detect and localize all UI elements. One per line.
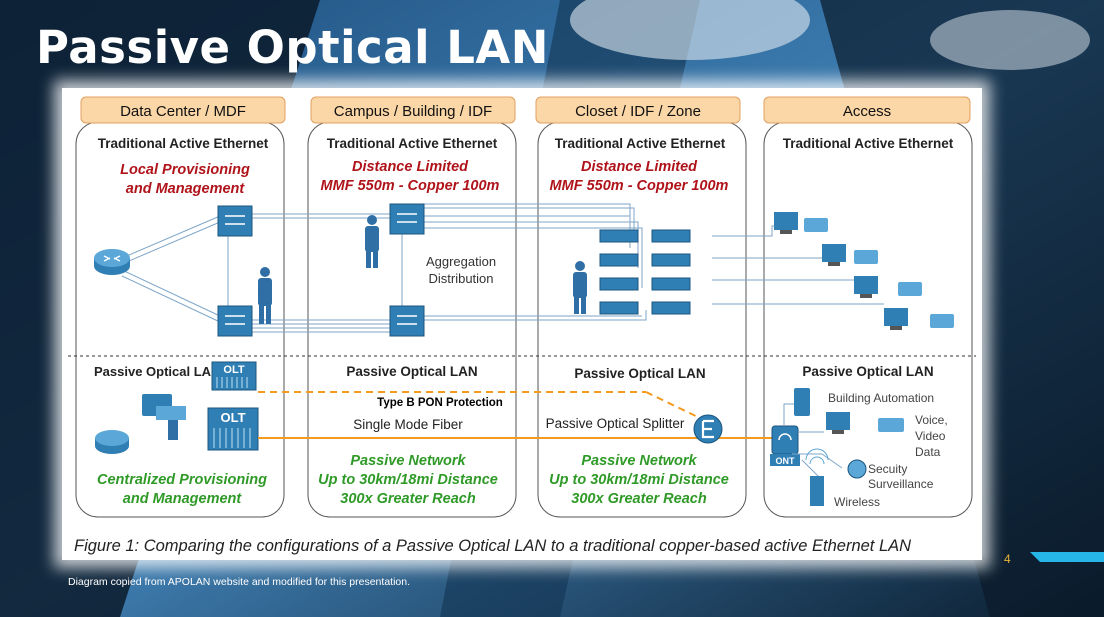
figure-caption: Figure 1: Comparing the configurations o… [74,537,911,555]
red-note-col1-l2: and Management [126,181,246,197]
green-note-col3-l3: 300x Greater Reach [571,491,707,507]
person-icon-campus [365,215,379,268]
label-video: Video [915,429,946,443]
admin-workstation-icon [142,394,186,440]
red-note-col2-l1: Distance Limited [352,159,469,175]
green-note-col2-l1: Passive Network [350,453,466,469]
desktop-phone-icons-top [774,212,954,330]
fiber-label: Single Mode Fiber [353,417,463,432]
green-note-col2-l3: 300x Greater Reach [340,491,476,507]
svg-text:OLT: OLT [223,364,244,376]
access-device-labels: Building Automation Voice, Video Data Se… [828,391,948,509]
ont-links [783,403,843,481]
green-notes: Centralized Provisioning and Management … [97,453,729,507]
person-icon-datacenter [258,267,272,324]
column-headers: Data Center / MDF Campus / Building / ID… [80,96,971,124]
label-data: Data [915,445,941,459]
olt-chassis-top: OLT [211,361,257,391]
label-voice: Voice, [915,413,948,427]
red-note-col1-l1: Local Provisioning [120,162,250,178]
core-switch-top [217,205,253,237]
header-closet: Closet / IDF / Zone [575,103,701,120]
red-note-col3-l2: MMF 550m - Copper 100m [550,178,729,194]
splitter-label: Passive Optical Splitter [546,416,685,431]
access-devices-bottom [794,388,904,506]
source-footnote: Diagram copied from APOLAN website and m… [68,576,411,588]
copper-cabling [121,203,884,333]
protection-label: Type B PON Protection [377,397,503,409]
header-data-center: Data Center / MDF [120,103,246,120]
olt-chassis-bottom: OLT [207,407,259,451]
red-notes: Local Provisioning and Management Distan… [120,159,728,197]
pon-comparison-diagram: Data Center / MDF Campus / Building / ID… [68,96,976,555]
green-note-col3-l2: Up to 30km/18mi Distance [549,472,729,488]
green-note-col2-l2: Up to 30km/18mi Distance [318,472,498,488]
aggregation-switch-bottom [389,305,425,337]
aggregation-switch-top [389,203,425,235]
svg-text:ONT: ONT [776,456,796,466]
pol-label-col2: Passive Optical LAN [346,364,477,379]
pol-label-col1: Passive Optical LAN [94,364,220,379]
label-surveillance: Surveillance [868,477,934,491]
top-labels: Traditional Active Ethernet Traditional … [98,136,954,151]
core-switch-bottom [217,305,253,337]
page-number: 4 [1004,552,1011,566]
red-note-col3-l1: Distance Limited [581,159,698,175]
protection-line-diagonal [645,391,705,421]
slide-title: Passive Optical LAN [36,21,549,74]
ont-icon: ONT [770,425,800,466]
top-label-col3: Traditional Active Ethernet [555,136,726,151]
top-label-col2: Traditional Active Ethernet [327,136,498,151]
diagram-card: Data Center / MDF Campus / Building / ID… [62,88,982,560]
person-icon-closet [573,261,587,314]
green-note-col1-l2: and Management [123,491,243,507]
green-note-col3-l1: Passive Network [581,453,697,469]
label-building-automation: Building Automation [828,391,934,405]
top-label-col1: Traditional Active Ethernet [98,136,269,151]
pol-label-col3: Passive Optical LAN [574,366,705,381]
optical-splitter-icon [693,414,723,444]
svg-text:OLT: OLT [220,410,245,425]
top-label-col4: Traditional Active Ethernet [783,136,954,151]
label-security: Secuity [868,462,907,476]
aggregation-label-l2: Distribution [428,271,493,286]
green-note-col1-l1: Centralized Provisioning [97,472,267,488]
access-switch-stack [599,229,691,315]
header-access: Access [843,103,891,120]
pol-label-col4: Passive Optical LAN [802,364,933,379]
label-wireless: Wireless [834,495,880,509]
header-campus: Campus / Building / IDF [334,103,492,120]
bottom-labels: Passive Optical LAN Passive Optical LAN … [94,364,934,381]
aggregation-label-l1: Aggregation [426,254,496,269]
router-icon-bottom [95,430,129,454]
red-note-col2-l2: MMF 550m - Copper 100m [321,178,500,194]
router-icon [94,249,130,275]
